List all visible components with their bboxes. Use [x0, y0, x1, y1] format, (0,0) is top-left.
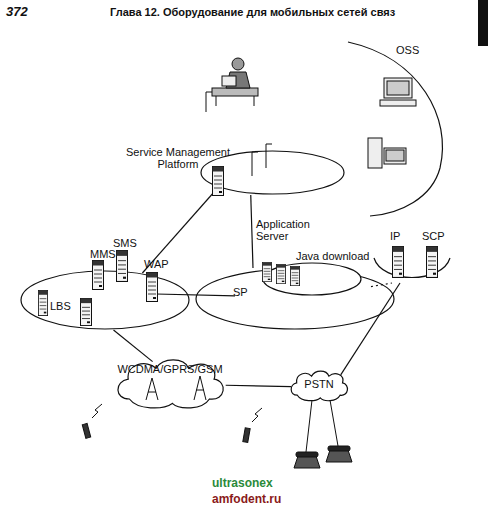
server-icon [38, 290, 47, 315]
node-label: IP [390, 230, 410, 242]
watermark: amfodent.ru [212, 492, 281, 506]
node-label: SP [233, 286, 263, 298]
server-icon [117, 251, 128, 282]
node-label: WCDMA/GPRS/GSM [116, 363, 224, 375]
node-label: OSS [396, 44, 436, 56]
pole-symbol [252, 144, 272, 176]
connector-line [114, 330, 153, 362]
node-label: PSTN [292, 378, 346, 390]
operator-figure [206, 58, 258, 112]
oss-arc: OSS [340, 38, 450, 218]
radio-tower [146, 376, 206, 400]
telephone [294, 400, 352, 468]
computer-icon [368, 78, 416, 168]
connector-line [371, 283, 392, 287]
mobile-network-cloud: WCDMA/GPRS/GSM [112, 355, 228, 410]
server-icon [93, 261, 104, 290]
server-icon [290, 266, 299, 285]
node-label: Service Management Platform [108, 146, 248, 170]
mobile-phone [82, 404, 262, 442]
running-header: Глава 12. Оборудование для мобильных сет… [110, 6, 395, 18]
server-icon [276, 264, 285, 283]
server-icon [427, 247, 438, 278]
server-icon [147, 273, 158, 302]
server-icon [393, 247, 404, 278]
node-label: SCP [422, 230, 452, 242]
server-icon [81, 298, 92, 325]
connector-line [341, 283, 400, 375]
pstn-cloud: PSTN [288, 368, 350, 402]
page-number: 372 [6, 4, 28, 19]
connector-line [226, 385, 291, 386]
watermark: ultrasonex [212, 476, 273, 490]
edge-bar [478, 0, 488, 46]
connector-line [142, 188, 217, 273]
server-icon [213, 167, 224, 196]
connector-line [251, 195, 253, 268]
node-label: Java download [296, 250, 396, 262]
node-label: Application Server [256, 218, 336, 242]
server-icon [262, 262, 271, 281]
ip-scp-arc: IP SCP [372, 228, 452, 283]
connector-line [156, 294, 235, 296]
node-label: SMS [113, 237, 153, 249]
oss-outline [340, 38, 450, 218]
